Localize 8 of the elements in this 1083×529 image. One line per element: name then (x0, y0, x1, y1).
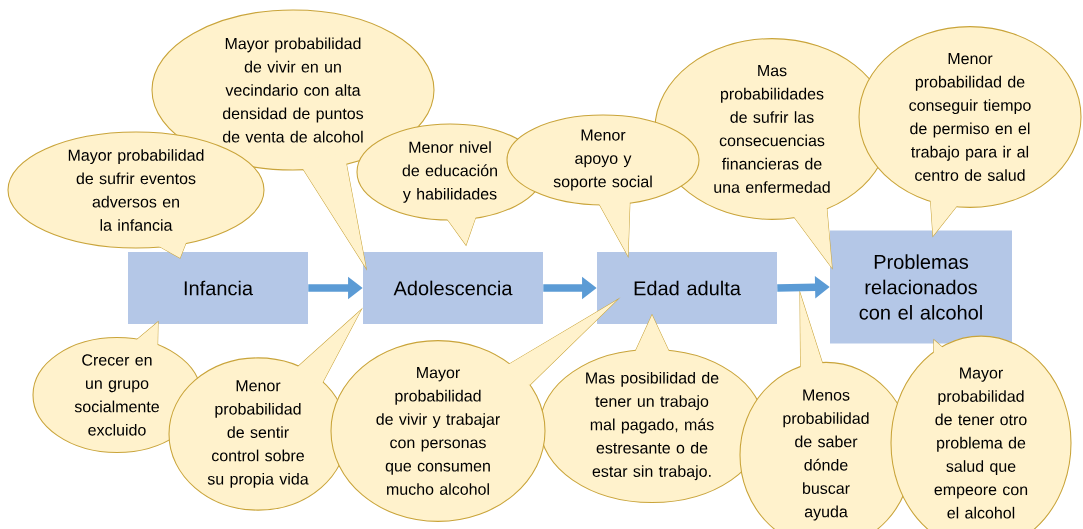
node-label: Mayor probabilidad de vivir y trabajar con personas que consumen mucho alcohol (376, 367, 500, 495)
speech-bubble: Menor probabilidad de conseguir tiempo de permiso en el trabajo para ir al centro de salud (858, 26, 1082, 238)
stage-box: Adolescencia (363, 252, 543, 324)
speech-bubble: Mayor probabilidad de tener otro problema de salud que empeore con el alcohol (890, 335, 1072, 529)
stage-box: Infancia (128, 252, 308, 324)
stage-box: Edad adulta (597, 252, 777, 324)
stage-box: Problemas relacionados con el alcohol (830, 230, 1012, 344)
speech-bubble: Menor apoyo y soporte social (506, 114, 700, 258)
